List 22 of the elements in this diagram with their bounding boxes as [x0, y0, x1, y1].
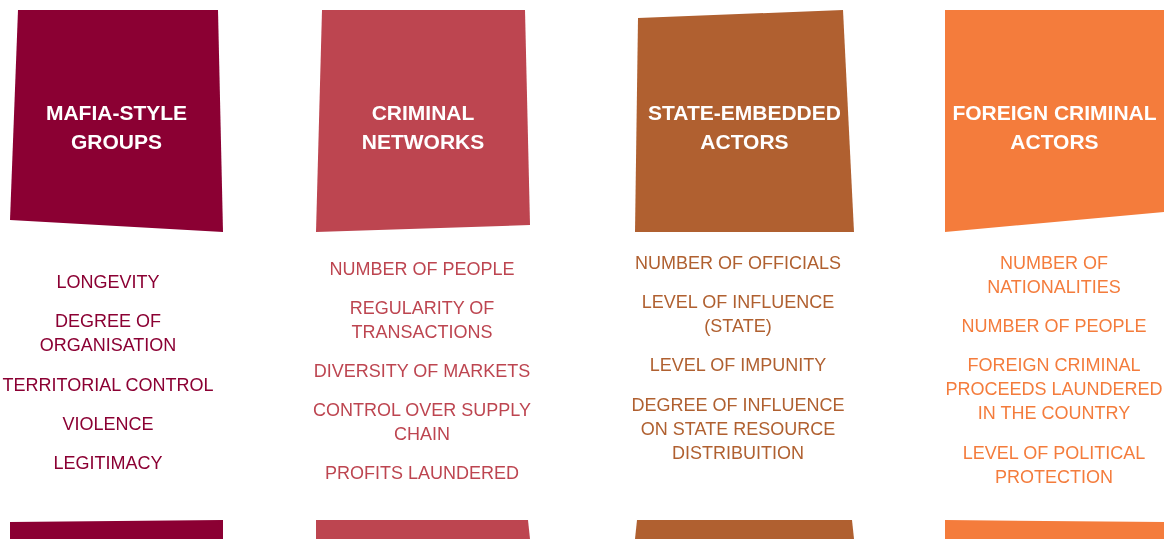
criterion-label: NUMBER OF OFFICIALS: [634, 252, 842, 275]
banner-title: STATE-EMBEDDED ACTORS: [647, 100, 842, 155]
criterion-label: FOREIGN CRIMINAL PROCEEDS LAUNDERED IN THE COUNTRY: [944, 354, 1164, 425]
criterion-label: DEGREE OF INFLUENCE ON STATE RESOURCE DISTRIBUITION: [630, 394, 846, 465]
banner-title: CRIMINAL NETWORKS: [360, 100, 486, 155]
criterion-label: LONGEVITY: [55, 271, 161, 294]
criterion-label: CONTROL OVER SUPPLY CHAIN: [311, 399, 533, 446]
banner-title: MAFIA-STYLE GROUPS: [44, 100, 189, 155]
criterion-label: DEGREE OF ORGANISATION: [38, 310, 178, 357]
criterion-label: NUMBER OF PEOPLE: [960, 315, 1148, 338]
criterion-label: LEVEL OF INFLUENCE (STATE): [640, 291, 836, 338]
criterion-label: LEVEL OF IMPUNITY: [648, 354, 828, 377]
criterion-label: NUMBER OF PEOPLE: [328, 258, 516, 281]
criterion-label: REGULARITY OF TRANSACTIONS: [348, 297, 496, 344]
criterion-label: LEGITIMACY: [52, 452, 164, 475]
criterion-label: LEVEL OF POLITICAL PROTECTION: [961, 442, 1147, 489]
banner-title: FOREIGN CRIMINAL ACTORS: [952, 100, 1157, 155]
criterion-label: DIVERSITY OF MARKETS: [312, 360, 532, 383]
criterion-label: PROFITS LAUNDERED: [324, 462, 520, 485]
criterion-label: TERRITORIAL CONTROL: [1, 374, 215, 397]
criterion-label: NUMBER OF NATIONALITIES: [986, 252, 1122, 299]
criterion-label: VIOLENCE: [61, 413, 155, 436]
